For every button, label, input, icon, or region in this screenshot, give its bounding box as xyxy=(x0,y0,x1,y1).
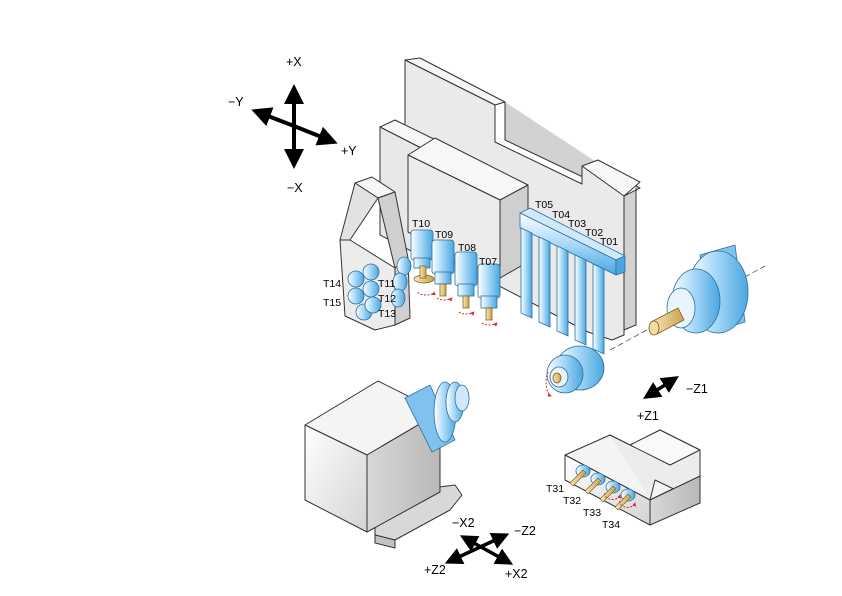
lower-turret xyxy=(304,380,463,549)
plus-x-label: +X xyxy=(286,55,302,69)
upper-axis-cross xyxy=(251,84,338,169)
tool-label-t05: T05 xyxy=(535,199,553,211)
tool-label-t33: T33 xyxy=(583,507,601,519)
live-tool-rotation-arrows xyxy=(417,291,498,327)
tool-label-t09: T09 xyxy=(435,229,453,241)
tool-label-t14: T14 xyxy=(323,278,341,290)
tool-label-t07: T07 xyxy=(479,256,497,268)
minus-x-label: −X xyxy=(287,181,303,195)
tool-label-t02: T02 xyxy=(585,227,603,239)
gang-tool-block xyxy=(519,207,626,276)
tool-label-t34: T34 xyxy=(602,519,620,531)
sub-spindle-part xyxy=(546,345,605,394)
tool-label-t01: T01 xyxy=(600,236,618,248)
tool-label-t03: T03 xyxy=(568,218,586,230)
lower-axis-cross xyxy=(444,532,514,565)
live-tool-bits xyxy=(413,265,493,321)
z1-axis-arrow xyxy=(643,376,679,399)
plus-z2-label: +Z2 xyxy=(424,563,446,577)
tool-label-t31: T31 xyxy=(546,483,564,495)
lower-tool-bits xyxy=(569,469,632,511)
side-turret-tools xyxy=(347,256,412,321)
lower-tool-rotation-arrows xyxy=(604,492,637,508)
tool-label-t08: T08 xyxy=(458,242,476,254)
tool-label-t11: T11 xyxy=(378,278,395,290)
main-spindle xyxy=(609,244,766,351)
tool-label-t15: T15 xyxy=(323,297,341,309)
gang-tool-blades xyxy=(520,227,605,355)
tool-label-t13: T13 xyxy=(378,308,396,320)
tool-label-t12: T12 xyxy=(378,293,396,305)
plus-z1-label: +Z1 xyxy=(637,409,659,423)
minus-x2-label: −X2 xyxy=(452,516,475,530)
plus-x2-label: +X2 xyxy=(505,567,528,581)
tool-label-t32: T32 xyxy=(563,495,581,507)
tool-label-t04: T04 xyxy=(552,209,570,221)
minus-z1-label: −Z1 xyxy=(686,382,708,396)
live-tool-spindles xyxy=(410,229,501,309)
minus-z2-label: −Z2 xyxy=(514,524,536,538)
minus-y-label: −Y xyxy=(228,95,244,109)
live-tool-turret xyxy=(407,137,529,279)
lower-turret-spindle xyxy=(404,381,470,453)
tool-label-t10: T10 xyxy=(412,218,430,230)
tool-labels: T01 T02 T03 T04 T05 T07 T08 T09 T10 T14 … xyxy=(323,199,620,531)
plus-y-label: +Y xyxy=(341,144,357,158)
sub-spindle-rotation-arrow xyxy=(545,371,552,397)
